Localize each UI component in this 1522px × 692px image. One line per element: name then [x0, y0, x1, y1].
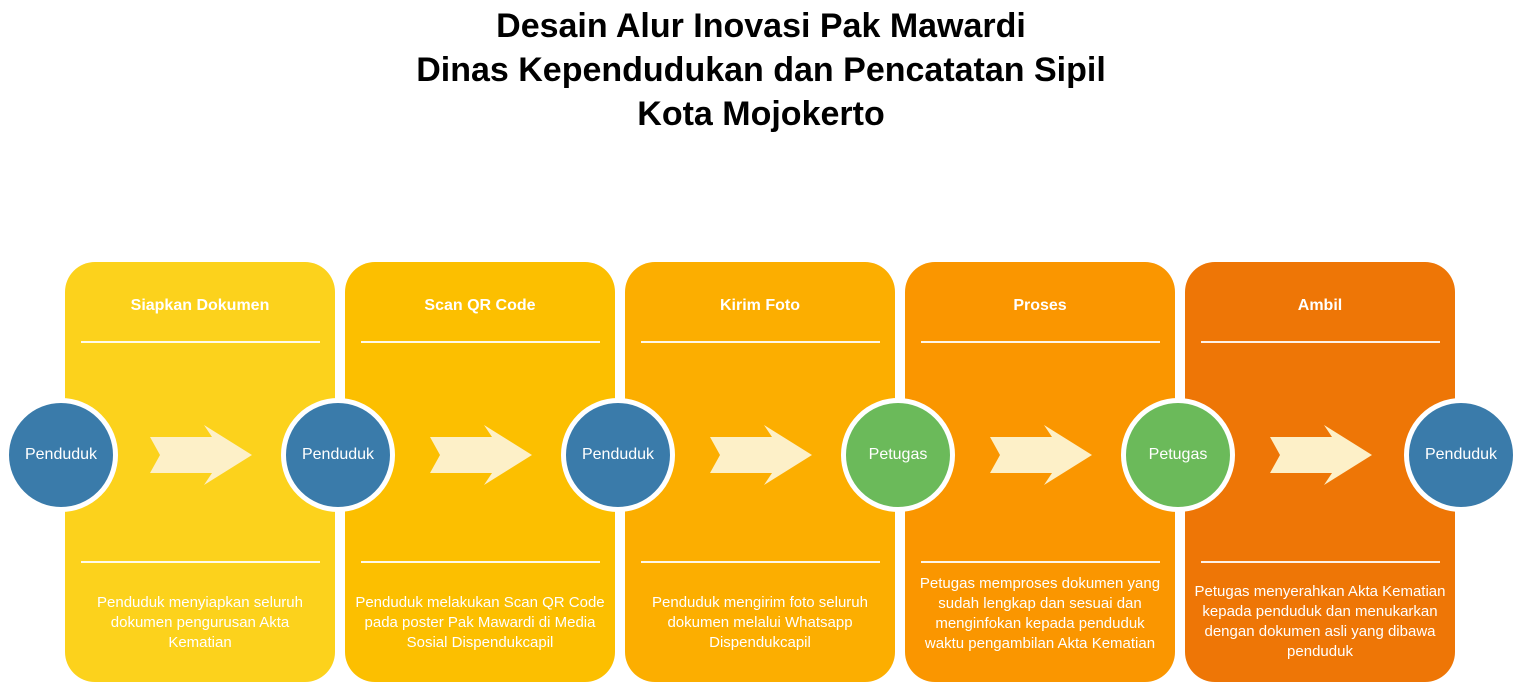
actor-circle: Penduduk	[561, 398, 675, 512]
step-description: Petugas memproses dokumen yang sudah len…	[919, 575, 1161, 652]
step-divider-top	[1201, 341, 1440, 343]
actor-label: Penduduk	[581, 446, 655, 463]
step-description: Penduduk melakukan Scan QR Code pada pos…	[355, 594, 605, 651]
step-title: Scan QR Code	[424, 297, 536, 314]
arrow-right-icon	[430, 425, 532, 485]
step-title: Kirim Foto	[720, 297, 800, 314]
actor-label: Petugas	[868, 446, 928, 463]
actor-circle: Petugas	[1121, 398, 1235, 512]
title-line-3: Kota Mojokerto	[637, 95, 885, 133]
step-divider-top	[81, 341, 320, 343]
step-divider-bottom	[641, 561, 880, 563]
actor-label: Penduduk	[1424, 446, 1498, 463]
step-description: Penduduk mengirim foto seluruh dokumen m…	[652, 594, 868, 651]
step-divider-bottom	[81, 561, 320, 563]
actor-label: Penduduk	[301, 446, 375, 463]
step-description: Petugas menyerahkan Akta Kematian kepada…	[1194, 583, 1446, 660]
arrow-right-icon	[150, 425, 252, 485]
step-divider-bottom	[921, 561, 1160, 563]
actor-label: Penduduk	[24, 446, 98, 463]
step-title: Proses	[1013, 297, 1067, 314]
step-divider-bottom	[361, 561, 600, 563]
title-line-1: Desain Alur Inovasi Pak Mawardi	[496, 7, 1026, 45]
step-divider-top	[921, 341, 1160, 343]
actor-circle: Penduduk	[4, 398, 118, 512]
step-divider-top	[641, 341, 880, 343]
title-line-2: Dinas Kependudukan dan Pencatatan Sipil	[416, 51, 1106, 89]
step-divider-bottom	[1201, 561, 1440, 563]
step-description: Penduduk menyiapkan seluruh dokumen peng…	[97, 594, 303, 651]
actor-label: Petugas	[1148, 446, 1208, 463]
actor-circle: Penduduk	[1404, 398, 1518, 512]
step-title: Ambil	[1297, 297, 1343, 314]
actor-circle: Petugas	[841, 398, 955, 512]
diagram-title: Desain Alur Inovasi Pak Mawardi Dinas Ke…	[0, 4, 1522, 136]
actor-circle: Penduduk	[281, 398, 395, 512]
step-title: Siapkan Dokumen	[130, 297, 270, 314]
arrow-right-icon	[990, 425, 1092, 485]
arrow-right-icon	[710, 425, 812, 485]
step-divider-top	[361, 341, 600, 343]
arrow-right-icon	[1270, 425, 1372, 485]
